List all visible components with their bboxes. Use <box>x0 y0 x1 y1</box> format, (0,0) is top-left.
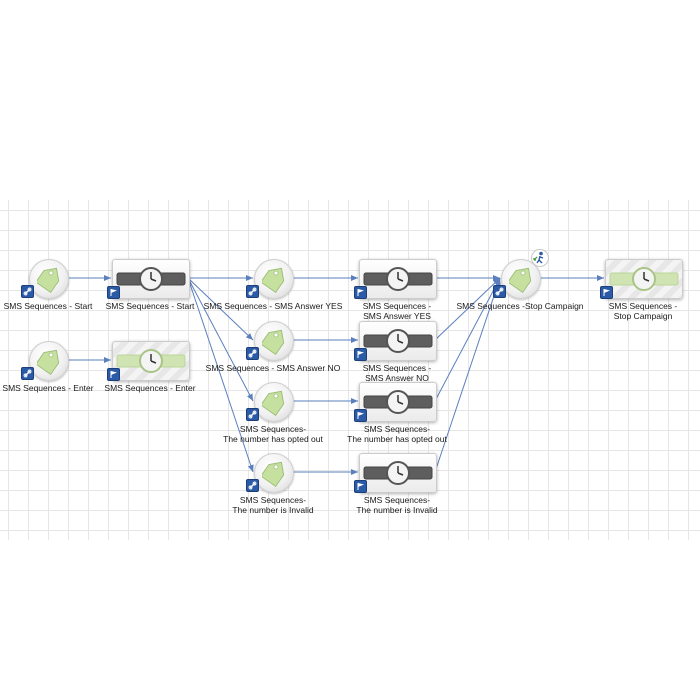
flag-icon <box>107 368 120 381</box>
link-icon <box>246 285 259 298</box>
node-label-l2: SMS Answer YES <box>363 311 431 321</box>
node-label-l1: SMS Sequences - SMS Answer YES <box>203 301 343 311</box>
node-label-l1: SMS Sequences - <box>362 363 432 373</box>
node-label-l2: SMS Answer NO <box>365 373 429 383</box>
node-label-l2: The number is Invalid <box>232 505 314 515</box>
link-icon <box>246 347 259 360</box>
node-label-l1: SMS Sequences - Start <box>3 301 93 311</box>
node-label-l1: SMS Sequences - Enter <box>2 383 94 393</box>
tag-icon[interactable] <box>29 341 69 381</box>
flag-icon <box>354 348 367 361</box>
node-label-l1: SMS Sequences - Enter <box>104 383 196 393</box>
clock-icon[interactable] <box>112 341 190 381</box>
tag-icon[interactable] <box>254 321 294 361</box>
node-label-l1: SMS Sequences- <box>363 495 431 505</box>
link-icon <box>21 285 34 298</box>
tag-icon[interactable] <box>29 259 69 299</box>
clock-icon[interactable] <box>359 382 437 422</box>
tag-icon[interactable] <box>254 259 294 299</box>
flag-icon <box>354 286 367 299</box>
node-label-l1: SMS Sequences - <box>362 301 432 311</box>
node-label-l1: SMS Sequences - <box>608 301 678 311</box>
tag-icon[interactable] <box>254 382 294 422</box>
flag-icon <box>354 409 367 422</box>
link-icon <box>493 285 506 298</box>
clock-icon[interactable] <box>359 259 437 299</box>
node-label-l2: The number is Invalid <box>356 505 438 515</box>
node-label-l1: SMS Sequences -Stop Campaign <box>456 301 584 311</box>
flag-icon <box>107 286 120 299</box>
clock-icon[interactable] <box>359 453 437 493</box>
node-label-l2: The number has opted out <box>223 434 323 444</box>
node-label-l2: Stop Campaign <box>613 311 673 321</box>
link-icon <box>246 479 259 492</box>
node-label-l1: SMS Sequences- <box>239 495 307 505</box>
clock-icon[interactable] <box>112 259 190 299</box>
clock-icon[interactable] <box>359 321 437 361</box>
link-icon <box>246 408 259 421</box>
tag-icon[interactable] <box>254 453 294 493</box>
node-label-l2: The number has opted out <box>347 434 447 444</box>
node-label-l1: SMS Sequences- <box>239 424 307 434</box>
node-label-l1: SMS Sequences - Start <box>105 301 195 311</box>
flag-icon <box>600 286 613 299</box>
clock-icon[interactable] <box>605 259 683 299</box>
person-icon <box>531 249 549 267</box>
node-label-l1: SMS Sequences - SMS Answer NO <box>205 363 341 373</box>
flag-icon <box>354 480 367 493</box>
node-label-l1: SMS Sequences- <box>363 424 431 434</box>
diagram-canvas <box>0 200 700 540</box>
link-icon <box>21 367 34 380</box>
